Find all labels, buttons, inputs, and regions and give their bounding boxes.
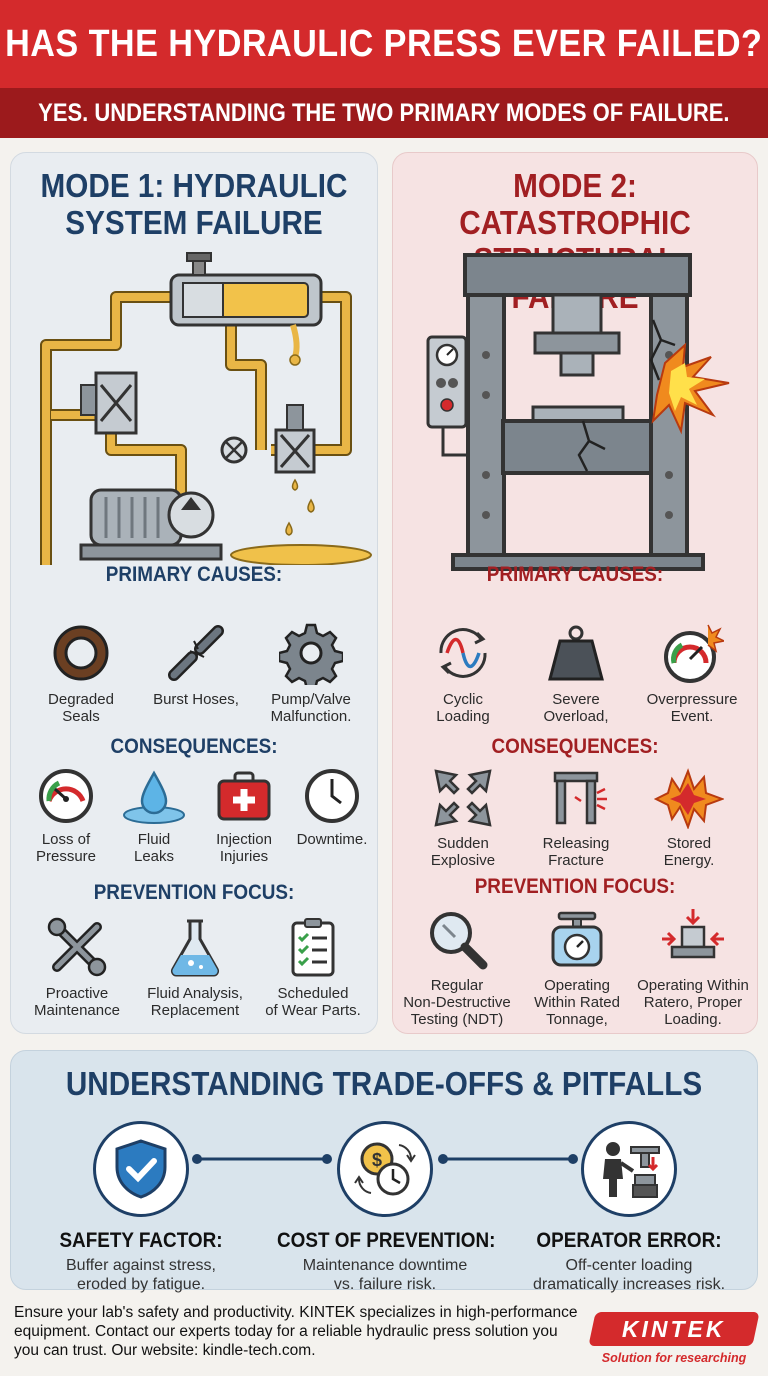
cost-prevention-block: COST OF PREVENTION: Maintenance downtime… [277, 1229, 496, 1293]
kintek-logo: KINTEK Solution for researching [588, 1312, 760, 1365]
mode1-cause-hoses: Burst Hoses, [146, 621, 246, 708]
safety-factor-icon-circle [93, 1121, 189, 1217]
operator-error-title: OPERATOR ERROR: [536, 1229, 722, 1252]
logo-badge: KINTEK [588, 1312, 760, 1346]
weight-icon [548, 625, 604, 681]
pressure-gauge-icon [39, 769, 93, 823]
title-banner: HAS THE HYDRAULIC PRESS EVER FAILED? [0, 0, 768, 88]
tradeoffs-title: UNDERSTANDING TRADE-OFFS & PITFALLS [65, 1065, 703, 1102]
mode2-consequences-heading: CONSEQUENCES: [491, 735, 659, 758]
seal-ring-icon [53, 625, 109, 681]
operator-icon [603, 1142, 660, 1198]
mode1-consequence-downtime: Downtime. [291, 767, 373, 848]
clock-icon [305, 769, 359, 823]
burst-hose-icon [168, 625, 224, 681]
cost-time-icon: $ [354, 1142, 416, 1196]
logo-tagline: Solution for researching [601, 1351, 747, 1365]
energy-burst-icon [654, 768, 724, 829]
gear-icon [279, 623, 343, 685]
operator-error-block: OPERATOR ERROR: Off-center loading drama… [509, 1229, 749, 1294]
cyclic-wave-icon [439, 628, 487, 678]
page-subtitle: YES. UNDERSTANDING THE TWO PRIMARY MODES… [38, 98, 730, 127]
first-aid-icon [217, 771, 271, 821]
shield-check-icon [115, 1139, 167, 1199]
mode2-causes-heading: PRIMARY CAUSES: [486, 563, 664, 586]
tradeoffs-connector [192, 1154, 578, 1164]
overpressure-gauge-icon [664, 624, 724, 683]
mode2-title-line1: MODE 2: CATASTROPHIC [459, 167, 691, 241]
fluid-drop-icon [123, 770, 185, 824]
operator-error-icon-circle [581, 1121, 677, 1217]
hydraulic-system-illustration [40, 252, 372, 565]
page-title: HAS THE HYDRAULIC PRESS EVER FAILED? [5, 22, 763, 65]
mode1-causes-heading: PRIMARY CAUSES: [105, 563, 283, 586]
mode1-prevention-fluid-analysis: Fluid Analysis,Replacement [139, 915, 251, 1019]
footer-text: Ensure your lab's safety and productivit… [14, 1304, 578, 1359]
mode1-consequences-heading: CONSEQUENCES: [110, 735, 278, 758]
mode1-panel: MODE 1: HYDRAULIC SYSTEM FAILURE [10, 152, 378, 1034]
mode2-panel: MODE 2: CATASTROPHIC STRUCTURAL FAILURE [392, 152, 758, 1034]
wrench-icon [47, 917, 107, 977]
scale-icon [551, 911, 603, 967]
mode1-title-line1: MODE 1: HYDRAULIC [40, 167, 348, 204]
mode1-prevention-heading: PREVENTION FOCUS: [93, 881, 295, 904]
fractured-frame-icon [553, 771, 607, 825]
safety-factor-title: SAFETY FACTOR: [59, 1229, 223, 1252]
hydraulic-press-illustration [426, 253, 730, 571]
centered-load-icon [662, 909, 724, 959]
subtitle-banner: YES. UNDERSTANDING THE TWO PRIMARY MODES… [0, 88, 768, 138]
checklist-icon [291, 918, 335, 977]
mode1-title: MODE 1: HYDRAULIC SYSTEM FAILURE [29, 167, 358, 241]
safety-factor-block: SAFETY FACTOR: Buffer against stress, er… [21, 1229, 261, 1294]
svg-text:$: $ [372, 1150, 382, 1170]
tradeoffs-panel: UNDERSTANDING TRADE-OFFS & PITFALLS $ SA… [10, 1050, 758, 1293]
cost-prevention-icon-circle: $ [337, 1121, 433, 1217]
cost-prevention-title: COST OF PREVENTION: [277, 1229, 496, 1252]
mode2-prevention-heading: PREVENTION FOCUS: [474, 875, 676, 898]
flask-icon [170, 919, 220, 977]
explosion-arrows-icon [434, 769, 492, 827]
mode1-title-line2: SYSTEM FAILURE [65, 204, 323, 241]
magnifier-icon [430, 912, 488, 970]
